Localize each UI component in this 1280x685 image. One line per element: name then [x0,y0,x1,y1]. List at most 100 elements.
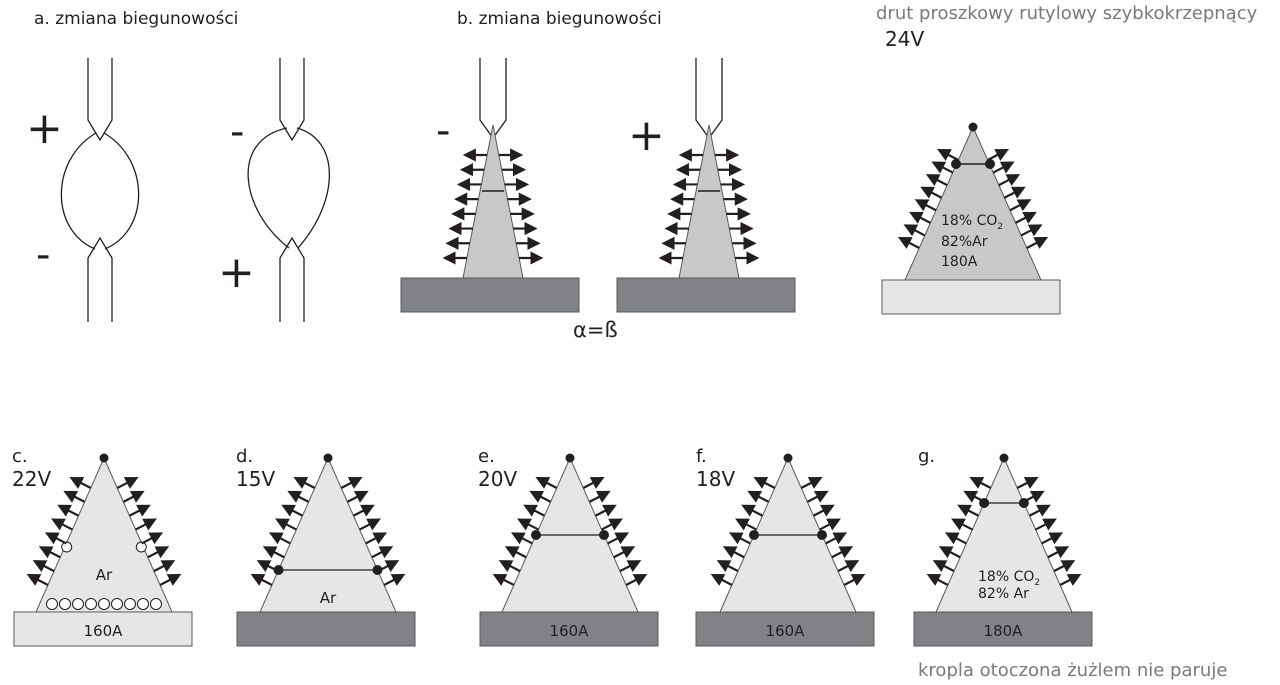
emission-arrow [340,476,363,489]
bubble [98,598,110,610]
emission-arrow [346,490,369,503]
current-label: 180A [941,254,978,270]
emission-arrow [914,199,937,212]
emission-arrow [63,490,86,503]
arc-cone [678,124,740,279]
gas-mix-line1: 18% CO2 [978,569,1040,588]
emission-arrow [825,532,848,545]
emission-arrow [747,490,770,503]
emission-arrow [957,504,980,517]
bubble [59,598,71,610]
emission-arrow [594,504,617,517]
droplet [999,453,1009,463]
bubble [85,598,97,610]
current-label: 160A [84,622,124,640]
emission-arrow [51,518,73,531]
emission-arrow [735,518,757,531]
emission-arrow [517,518,539,531]
emission-arrow [588,490,611,503]
droplet [323,453,333,463]
panel-b-right [616,58,796,313]
emission-arrow [1020,224,1043,237]
droplet [372,565,383,575]
emission-arrow [256,560,279,573]
emission-arrow [931,161,954,174]
emission-arrow [998,174,1021,187]
emission-arrow [1035,518,1057,531]
droplet [749,530,759,540]
panel-label: e. [478,446,495,467]
emission-arrow [116,476,139,489]
emission-arrow [383,573,406,586]
arc-cone [35,456,173,613]
gas-mix-line2: 82% Ar [978,586,1029,602]
emission-arrow [510,532,533,545]
emission-arrow [920,186,943,199]
emission-arrow [909,211,931,224]
emission-arrow [352,504,375,517]
workpiece-plate [400,277,580,313]
emission-arrow [1022,490,1045,503]
arc-cone [259,456,397,613]
emission-arrow [926,573,949,586]
bubble [46,598,58,610]
emission-arrow [716,560,739,573]
emission-arrow [812,504,835,517]
emission-arrow [38,546,61,559]
emission-arrow [831,546,854,559]
emission-arrow [359,518,381,531]
footer-note: kropla otoczona żużlem nie paruje [918,660,1227,681]
emission-arrow [153,560,176,573]
panel-a-right [247,58,330,322]
emission-arrow [1053,560,1076,573]
panel-label: f. [696,446,707,467]
emission-arrow [800,476,823,489]
emission-arrow [371,546,394,559]
panel-label: c. [12,446,28,467]
emission-arrow [504,546,527,559]
emission-arrow [159,573,182,586]
sign-minus: - [436,108,450,154]
droplet [273,565,284,575]
emission-arrow [951,518,973,531]
bubble [137,598,149,610]
emission-arrow [897,236,920,249]
gas-mix-line1: 18% CO2 [941,213,1003,232]
emission-arrow [535,476,558,489]
workpiece-plate [236,611,416,647]
emission-arrow [963,490,986,503]
droplet [599,530,609,540]
emission-arrow [613,546,636,559]
emission-arrow [69,476,92,489]
title-top-right: drut proszkowy rutylowy szybkokrzepnący [876,3,1258,24]
emission-arrow [619,560,642,573]
emission-arrow [937,148,959,161]
sign-minus: - [36,232,50,278]
emission-arrow [925,174,948,187]
emission-arrow [1059,573,1082,586]
droplet [99,453,109,463]
voltage-label: 15V [236,467,275,491]
emission-arrow [903,224,926,237]
bubble [124,598,136,610]
bubble [150,598,162,610]
emission-arrow [44,532,67,545]
panel-b-left [400,58,580,313]
workpiece-plate [695,611,875,647]
droplet [531,530,541,540]
current-label: 160A [550,622,590,640]
sign-plus: + [218,247,255,298]
emission-arrow [57,504,80,517]
emission-arrow [992,161,1015,174]
emission-arrow [275,518,297,531]
voltage-label: 22V [12,467,51,491]
panel-top-right [881,122,1061,315]
workpiece-plate [913,611,1093,647]
voltage-top-right: 24V [885,27,924,51]
emission-arrow [938,546,961,559]
workpiece-plate [616,277,796,313]
emission-arrow [1016,476,1039,489]
alpha-beta-label: α=ß [573,318,618,342]
